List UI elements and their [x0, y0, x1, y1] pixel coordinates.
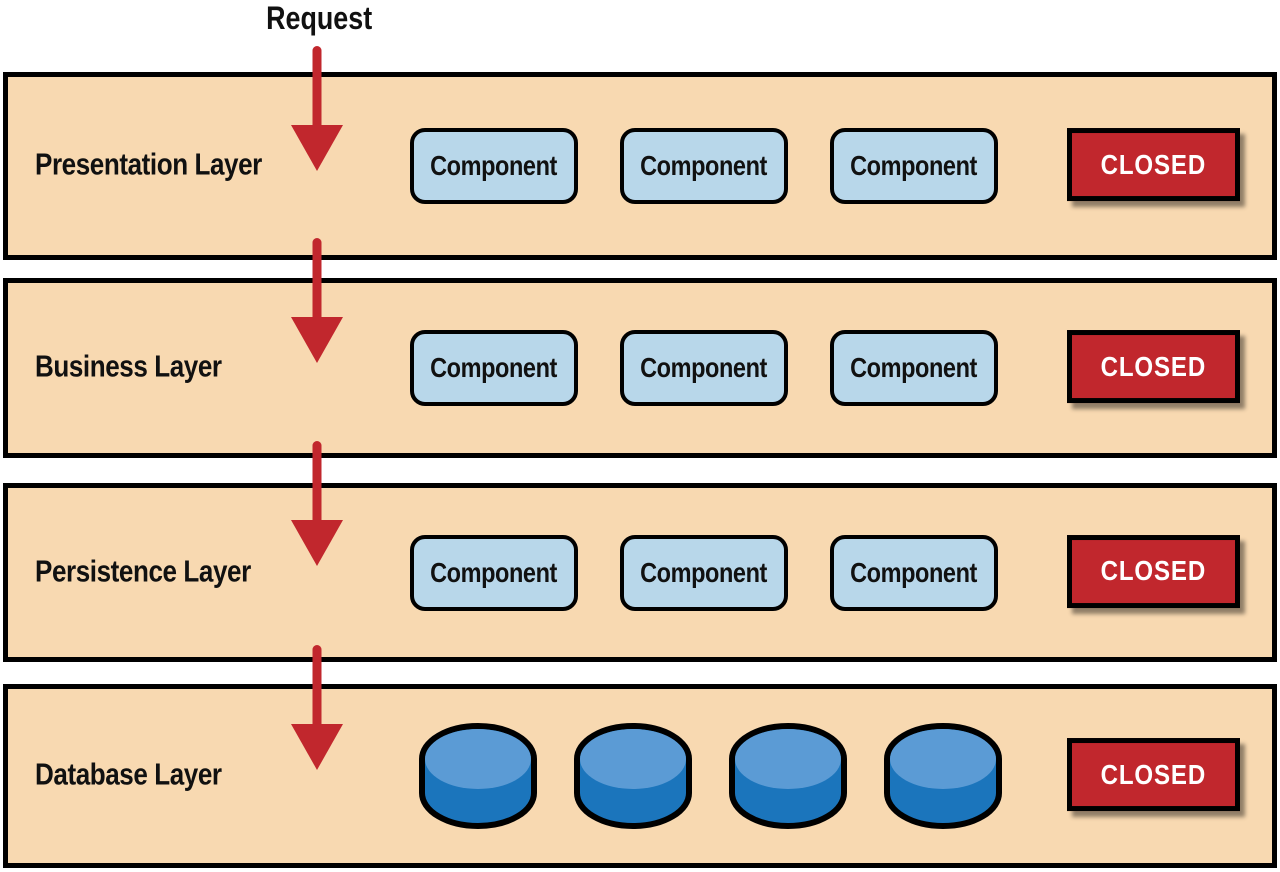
- component-box: Component: [620, 534, 788, 611]
- layer-persistence: Persistence Layer Component Component Co…: [3, 483, 1277, 662]
- database-icon: [419, 723, 537, 829]
- closed-badge: CLOSED: [1067, 128, 1240, 202]
- component-label: Component: [850, 556, 978, 588]
- component-label: Component: [640, 150, 768, 181]
- request-flow-arrow-icon: [291, 238, 343, 363]
- component-row: Component Component Component: [410, 283, 998, 453]
- component-box: Component: [620, 128, 788, 204]
- component-label: Component: [850, 150, 978, 181]
- database-icon: [574, 723, 692, 829]
- closed-badge: CLOSED: [1067, 330, 1240, 404]
- component-row: Component Component Component: [410, 488, 998, 657]
- component-box: Component: [410, 534, 578, 611]
- closed-badge: CLOSED: [1067, 534, 1240, 608]
- component-box: Component: [410, 128, 578, 204]
- request-flow-arrow-icon: [291, 645, 343, 770]
- component-label: Component: [430, 150, 558, 181]
- component-row: Component Component Component: [410, 77, 998, 255]
- request-flow-arrow-icon: [291, 441, 343, 566]
- component-label: Component: [430, 352, 558, 383]
- component-label: Component: [640, 352, 768, 383]
- layer-label: Persistence Layer: [35, 553, 251, 589]
- component-box: Component: [410, 330, 578, 406]
- layer-label: Database Layer: [35, 756, 222, 792]
- layer-business: Business Layer Component Component Compo…: [3, 278, 1277, 458]
- component-label: Component: [640, 556, 768, 588]
- component-box: Component: [830, 330, 998, 406]
- closed-label: CLOSED: [1100, 758, 1207, 790]
- component-box: Component: [620, 330, 788, 406]
- request-label: Request: [256, 0, 376, 37]
- request-label-text: Request: [266, 0, 373, 36]
- closed-label: CLOSED: [1100, 148, 1207, 180]
- closed-label: CLOSED: [1100, 350, 1207, 382]
- component-label: Component: [850, 352, 978, 383]
- layer-label: Presentation Layer: [35, 146, 262, 182]
- component-label: Component: [430, 556, 558, 588]
- database-icon: [884, 723, 1002, 829]
- layer-database: Database Layer CLOSED: [3, 684, 1277, 868]
- layer-presentation: Presentation Layer Component Component C…: [3, 72, 1277, 260]
- layer-label: Business Layer: [35, 348, 222, 384]
- closed-label: CLOSED: [1100, 555, 1207, 587]
- database-icon: [729, 723, 847, 829]
- database-row: [413, 689, 1008, 863]
- component-box: Component: [830, 534, 998, 611]
- closed-badge: CLOSED: [1067, 738, 1240, 812]
- component-box: Component: [830, 128, 998, 204]
- request-flow-arrow-icon: [291, 46, 343, 171]
